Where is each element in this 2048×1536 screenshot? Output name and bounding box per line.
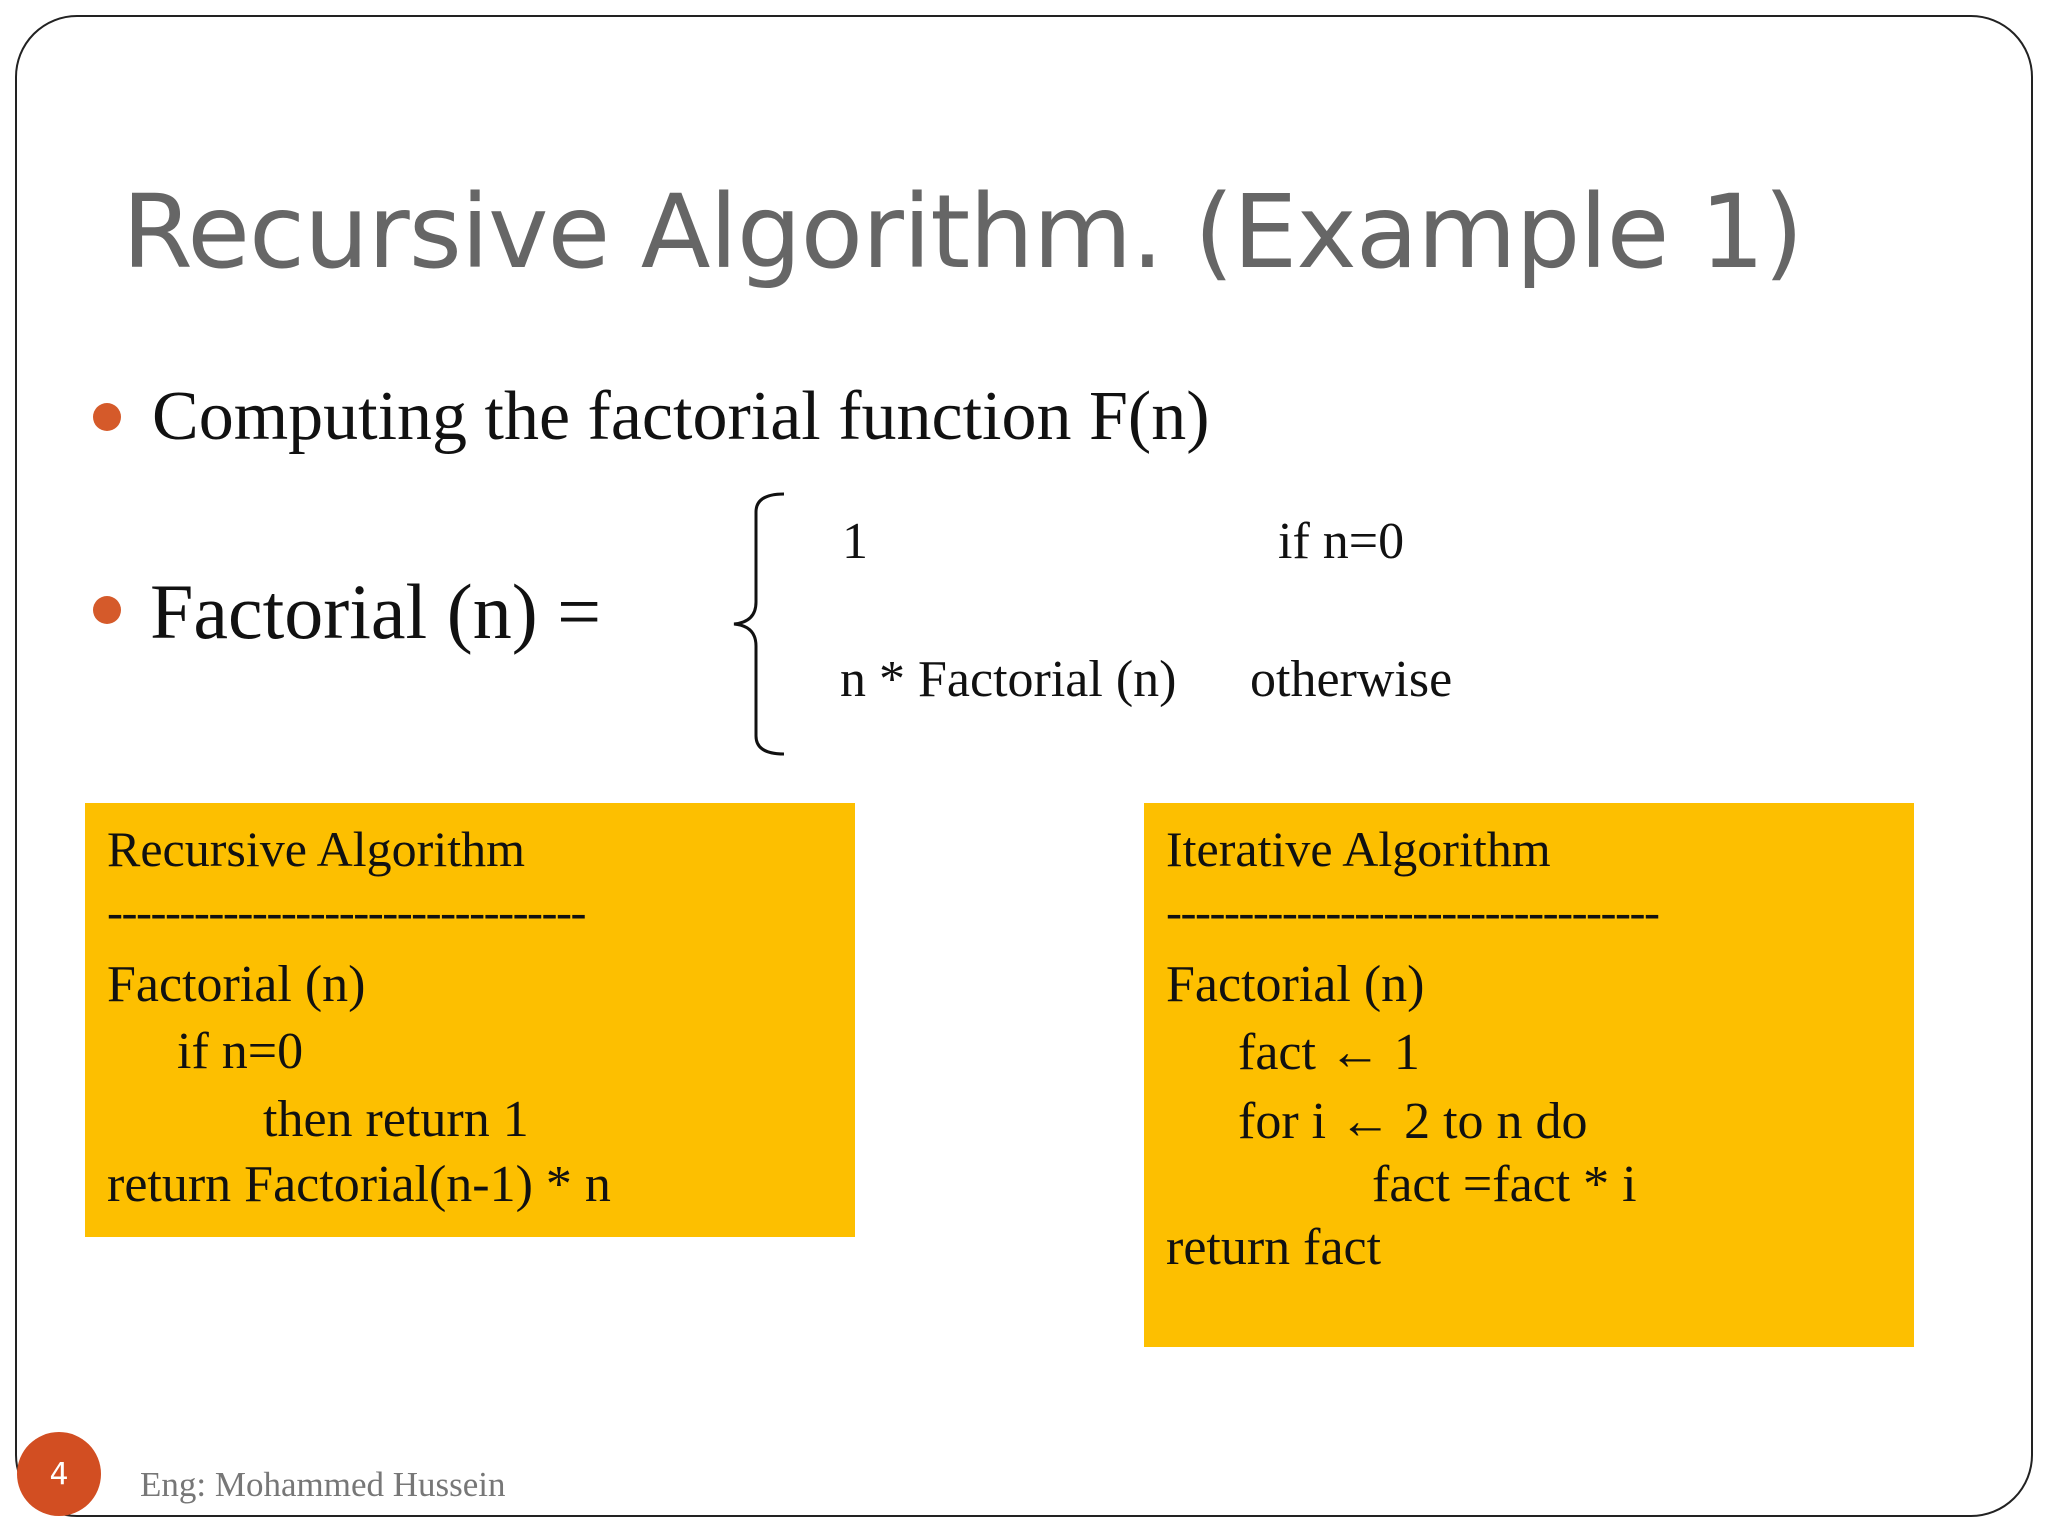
case-2-condition: otherwise [1250,651,1453,708]
bullet-dot-icon [93,596,121,624]
recursive-separator: --------------------------------- [107,886,586,939]
bullet-factorial-definition: Factorial (n) = [150,568,602,655]
recursive-algorithm-title: Recursive Algorithm [107,821,525,877]
iterative-separator: ---------------------------------- [1166,886,1660,939]
slide-title: Recursive Algorithm. (Example 1) [122,173,1804,292]
recursive-line-2: if n=0 [177,1023,304,1080]
recursive-line-4: return Factorial(n-1) * n [107,1156,611,1213]
iterative-algorithm-title: Iterative Algorithm [1166,821,1551,877]
recursive-line-1: Factorial (n) [107,956,366,1013]
page-number-badge: 4 [17,1432,101,1516]
iterative-line-1: Factorial (n) [1166,956,1425,1013]
bullet-dot-icon [93,403,121,431]
iterative-line-3: for i ← 2 to n do [1238,1093,1588,1150]
case-1-value: 1 [842,513,868,570]
recursive-algorithm-box: Recursive Algorithm --------------------… [85,803,855,1237]
iterative-algorithm-box: Iterative Algorithm --------------------… [1144,803,1914,1347]
iterative-line-5: return fact [1166,1219,1382,1276]
case-1-condition: if n=0 [1278,513,1405,570]
bullet-factorial-description: Computing the factorial function F(n) [152,378,1210,455]
iterative-line-4: fact =fact * i [1372,1156,1637,1213]
recursive-line-3: then return 1 [263,1091,529,1148]
curly-brace-icon [733,492,785,756]
author-credit: Eng: Mohammed Hussein [140,1465,506,1504]
case-2-value: n * Factorial (n) [840,651,1177,708]
iterative-line-2: fact ← 1 [1238,1024,1420,1081]
